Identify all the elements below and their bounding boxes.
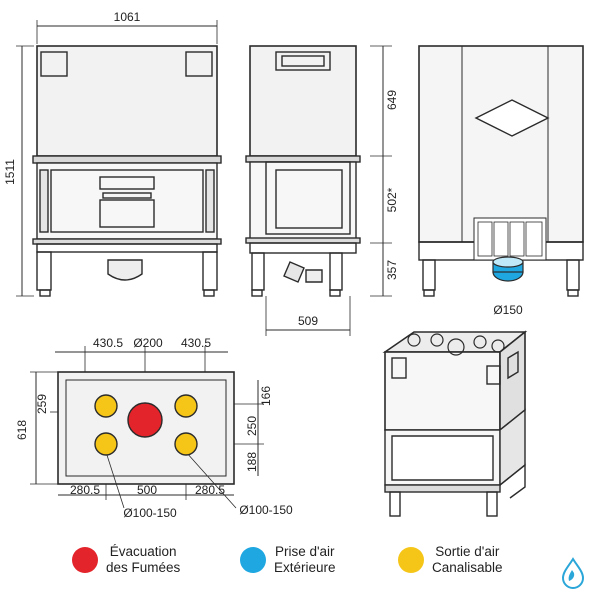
air-outlet-dot [398,547,424,573]
top-depth-label: 618 [15,420,29,440]
side-mid-label: 502* [385,187,399,212]
smoke-exhaust-dot [72,547,98,573]
front-view [16,20,222,297]
top-left-offset-label: 259 [35,394,49,414]
top-center-label: Ø200 [133,336,163,350]
legend-smoke-line1: Évacuation [109,544,177,559]
top-view [30,346,264,509]
legend-air-outlet-line1: Sortie d'air [435,544,500,559]
bottom-center-label: 500 [137,483,157,497]
back-view [418,45,584,297]
legend-air-intake-text: Prise d'air Extérieure [274,544,336,576]
legend-air-outlet: Sortie d'air Canalisable [398,544,503,576]
side-view [245,45,392,336]
legend-air-outlet-line2: Canalisable [432,560,503,575]
bottom-left-label: 280.5 [70,483,100,497]
air-intake-dot [240,547,266,573]
side-top-label: 649 [385,90,399,110]
top-right-b-label: 250 [245,416,259,436]
front-width-label: 1061 [114,10,141,24]
top-right-label: 430.5 [181,336,211,350]
legend-air-intake-line2: Extérieure [274,560,336,575]
legend-smoke-text: Évacuation des Fumées [106,544,180,576]
top-left-label: 430.5 [93,336,123,350]
isometric-view [382,330,528,517]
legend-smoke-exhaust: Évacuation des Fumées [72,544,180,576]
legend-air-intake: Prise d'air Extérieure [240,544,336,576]
legend-air-outlet-text: Sortie d'air Canalisable [432,544,503,576]
duct-left-label: Ø100-150 [123,506,177,520]
legend-smoke-line2: des Fumées [106,560,181,575]
legend-air-intake-line1: Prise d'air [274,544,335,559]
side-bottom-label: 357 [385,260,399,280]
flame-drop-logo-icon [561,557,585,589]
back-outlet-label: Ø150 [493,303,523,317]
total-height-label: 1511 [3,159,17,185]
top-right-a-label: 166 [259,386,273,406]
bottom-right-label: 280.5 [195,483,225,497]
duct-right-label: Ø100-150 [239,503,293,517]
side-depth-label: 509 [298,314,318,328]
top-right-c-label: 188 [245,452,259,472]
back-air-intake [492,256,524,282]
